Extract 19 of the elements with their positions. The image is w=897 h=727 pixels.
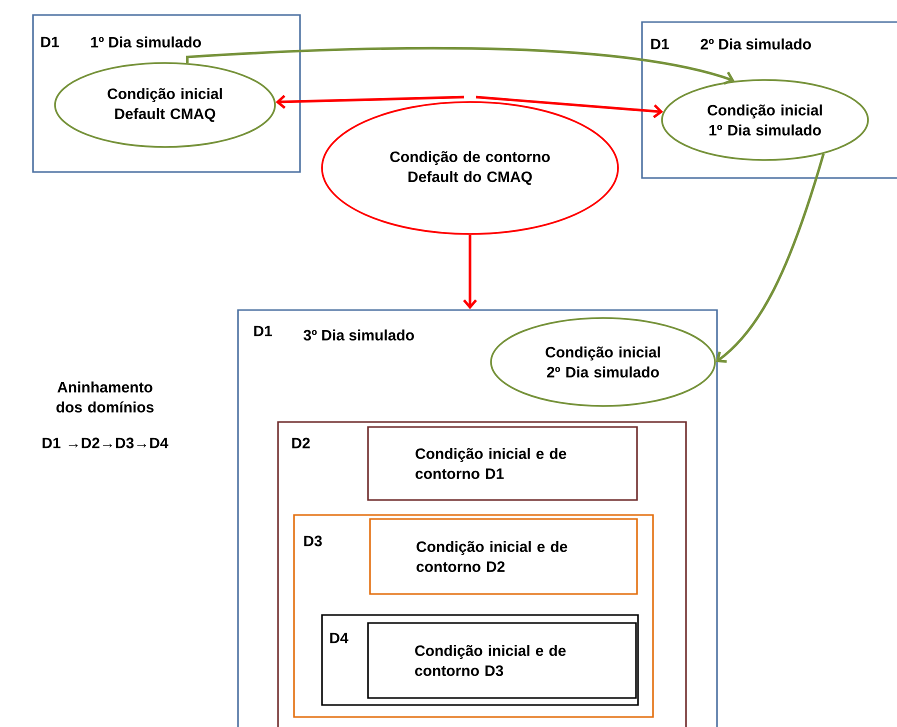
arrow (476, 96, 664, 118)
note-text: D1 →D2→D3→D4 (42, 438, 168, 448)
frame-heading: 3º Dia simulado (304, 329, 414, 341)
condition-box: Condição inicial e de contorno D3 (367, 622, 637, 699)
arrow (276, 94, 464, 109)
frame-heading: D1 (651, 38, 669, 50)
arrow (716, 153, 825, 363)
frame-heading: D1 (254, 326, 272, 336)
arrow (463, 234, 477, 310)
frame-heading: 1º Dia simulado (91, 36, 201, 48)
frame-heading: D3 (304, 536, 322, 546)
frame-heading: D2 (292, 438, 310, 448)
frame-heading: D1 (41, 36, 59, 48)
note-text: Aninhamento dos domínios (56, 382, 154, 412)
condition-box: Condição inicial e de contorno D2 (369, 518, 638, 595)
frame-heading: 2º Dia simulado (700, 38, 811, 50)
arrow (186, 47, 734, 85)
frame-heading: D4 (330, 632, 348, 644)
condition-box: Condição inicial e de contorno D1 (367, 426, 638, 501)
